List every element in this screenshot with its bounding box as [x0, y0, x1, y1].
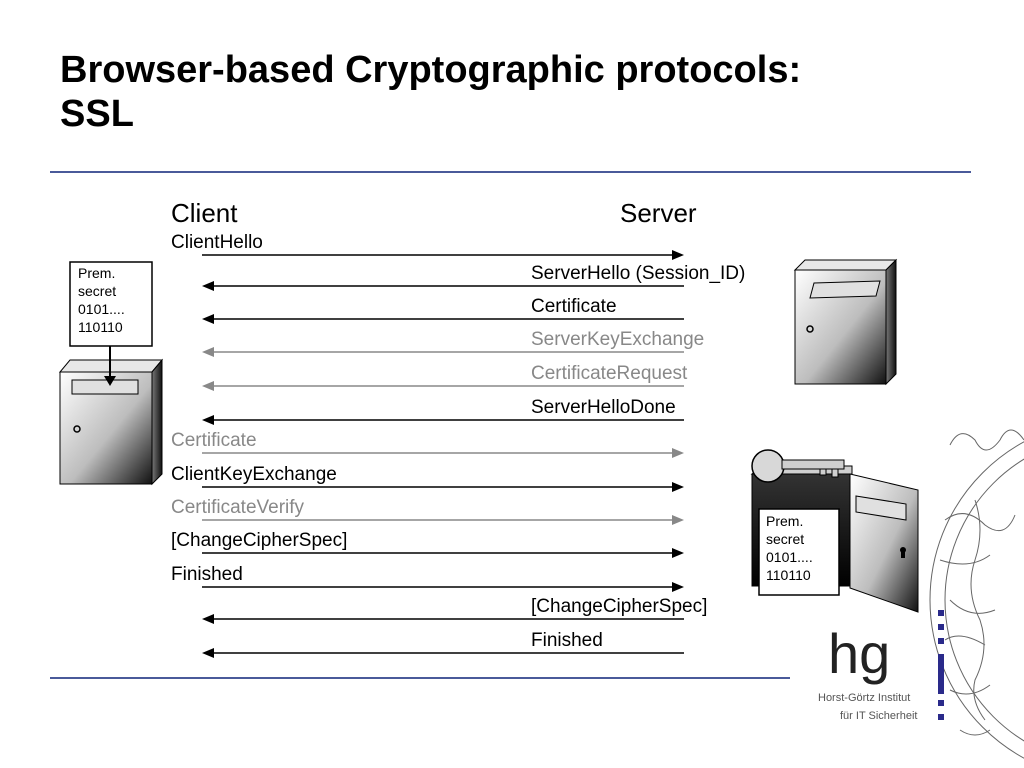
- logo-institute-line2: für IT Sicherheit: [840, 710, 918, 722]
- key-icon: [751, 449, 845, 483]
- arrowhead-icon: [672, 250, 684, 260]
- down-arrow-icon: [104, 346, 116, 386]
- client-note-line: 110110: [78, 319, 123, 335]
- arrowhead-icon: [202, 381, 214, 391]
- message-label: CertificateRequest: [531, 363, 688, 384]
- server-note-line: secret: [766, 531, 804, 547]
- logo-mark: hg: [828, 622, 891, 685]
- arrowhead-icon: [672, 548, 684, 558]
- message-label: CertificateVerify: [171, 497, 305, 518]
- client-note-line: 0101....: [78, 301, 125, 317]
- message-label: Certificate: [171, 430, 257, 451]
- client-note-line: Prem.: [78, 265, 115, 281]
- arrowhead-icon: [202, 648, 214, 658]
- client-note-line: secret: [78, 283, 116, 299]
- arrowhead-icon: [202, 614, 214, 624]
- message-label: Finished: [531, 630, 603, 651]
- server-note-line: 110110: [766, 567, 811, 583]
- arrowhead-icon: [202, 415, 214, 425]
- message-label: Finished: [171, 564, 243, 585]
- title-line-1: Browser-based Cryptographic protocols:: [60, 49, 802, 91]
- page-title: Browser-based Cryptographic protocols: S…: [60, 48, 960, 136]
- message-label: ClientKeyExchange: [171, 464, 337, 485]
- title-line-2: SSL: [60, 93, 134, 135]
- message-label: Certificate: [531, 296, 617, 317]
- arrowhead-icon: [672, 448, 684, 458]
- message-label: [ChangeCipherSpec]: [171, 530, 347, 551]
- keyhole-icon: [900, 547, 906, 558]
- seal-emblem: [929, 429, 1024, 759]
- server-label: Server: [620, 198, 697, 228]
- message-label: ClientHello: [171, 232, 263, 253]
- arrowhead-icon: [202, 347, 214, 357]
- arrowhead-icon: [672, 515, 684, 525]
- arrowhead-icon: [672, 482, 684, 492]
- arrowhead-icon: [202, 281, 214, 291]
- server-secret-note: Prem. secret 0101.... 110110: [758, 508, 840, 596]
- client-label: Client: [171, 198, 238, 228]
- arrowhead-icon: [202, 314, 214, 324]
- top-divider: [50, 171, 971, 173]
- server-note-line: Prem.: [766, 513, 803, 529]
- logo-institute-line1: Horst-Görtz Institut: [818, 692, 911, 704]
- message-label: ServerHello (Session_ID): [531, 263, 745, 284]
- server-note-line: 0101....: [766, 549, 813, 565]
- logo-accent: [938, 610, 944, 720]
- server-safe: [793, 258, 898, 386]
- message-label: ServerKeyExchange: [531, 329, 704, 350]
- arrowhead-icon: [672, 582, 684, 592]
- message-label: ServerHelloDone: [531, 397, 676, 418]
- message-label: [ChangeCipherSpec]: [531, 596, 707, 617]
- client-secret-note: Prem. secret 0101.... 110110: [69, 261, 153, 347]
- bottom-divider: [50, 677, 790, 679]
